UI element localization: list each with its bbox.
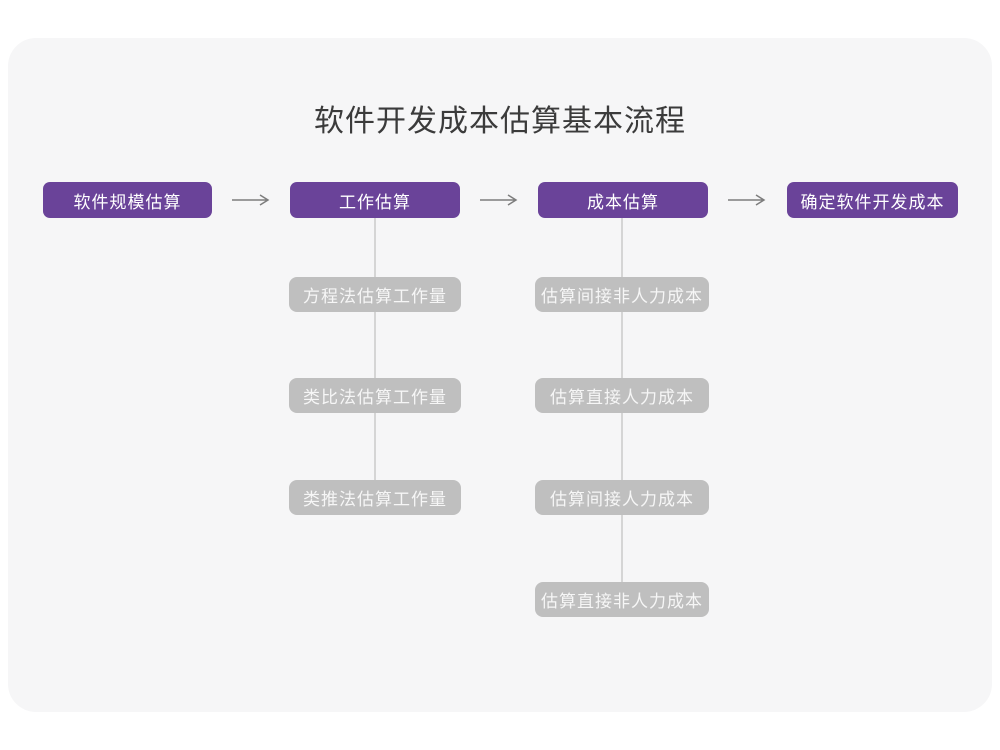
connector-line xyxy=(621,413,623,480)
page-title: 软件开发成本估算基本流程 xyxy=(314,104,686,139)
diagram-canvas-card xyxy=(8,38,992,712)
flow-node-determine-software-dev-cost[interactable]: 确定软件开发成本 xyxy=(787,182,958,218)
connector-line xyxy=(374,312,376,378)
connector-line xyxy=(374,218,376,277)
connector-line xyxy=(621,312,623,378)
sub-node-equation-method-workload[interactable]: 方程法估算工作量 xyxy=(289,277,461,312)
sub-node-direct-non-labor-cost[interactable]: 估算直接非人力成本 xyxy=(535,582,709,617)
connector-line xyxy=(374,413,376,480)
arrow-right-icon xyxy=(480,194,518,206)
connector-line xyxy=(621,218,623,277)
arrow-right-icon xyxy=(232,194,270,206)
sub-node-analogy-method-workload[interactable]: 类比法估算工作量 xyxy=(289,378,461,413)
arrow-right-icon xyxy=(728,194,766,206)
sub-node-indirect-non-labor-cost[interactable]: 估算间接非人力成本 xyxy=(535,277,709,312)
connector-line xyxy=(621,515,623,582)
flow-node-software-size-estimation[interactable]: 软件规模估算 xyxy=(43,182,212,218)
sub-node-extrapolation-method-workload[interactable]: 类推法估算工作量 xyxy=(289,480,461,515)
flow-node-work-estimation[interactable]: 工作估算 xyxy=(290,182,460,218)
flow-node-cost-estimation[interactable]: 成本估算 xyxy=(538,182,708,218)
sub-node-indirect-labor-cost[interactable]: 估算间接人力成本 xyxy=(535,480,709,515)
sub-node-direct-labor-cost[interactable]: 估算直接人力成本 xyxy=(535,378,709,413)
